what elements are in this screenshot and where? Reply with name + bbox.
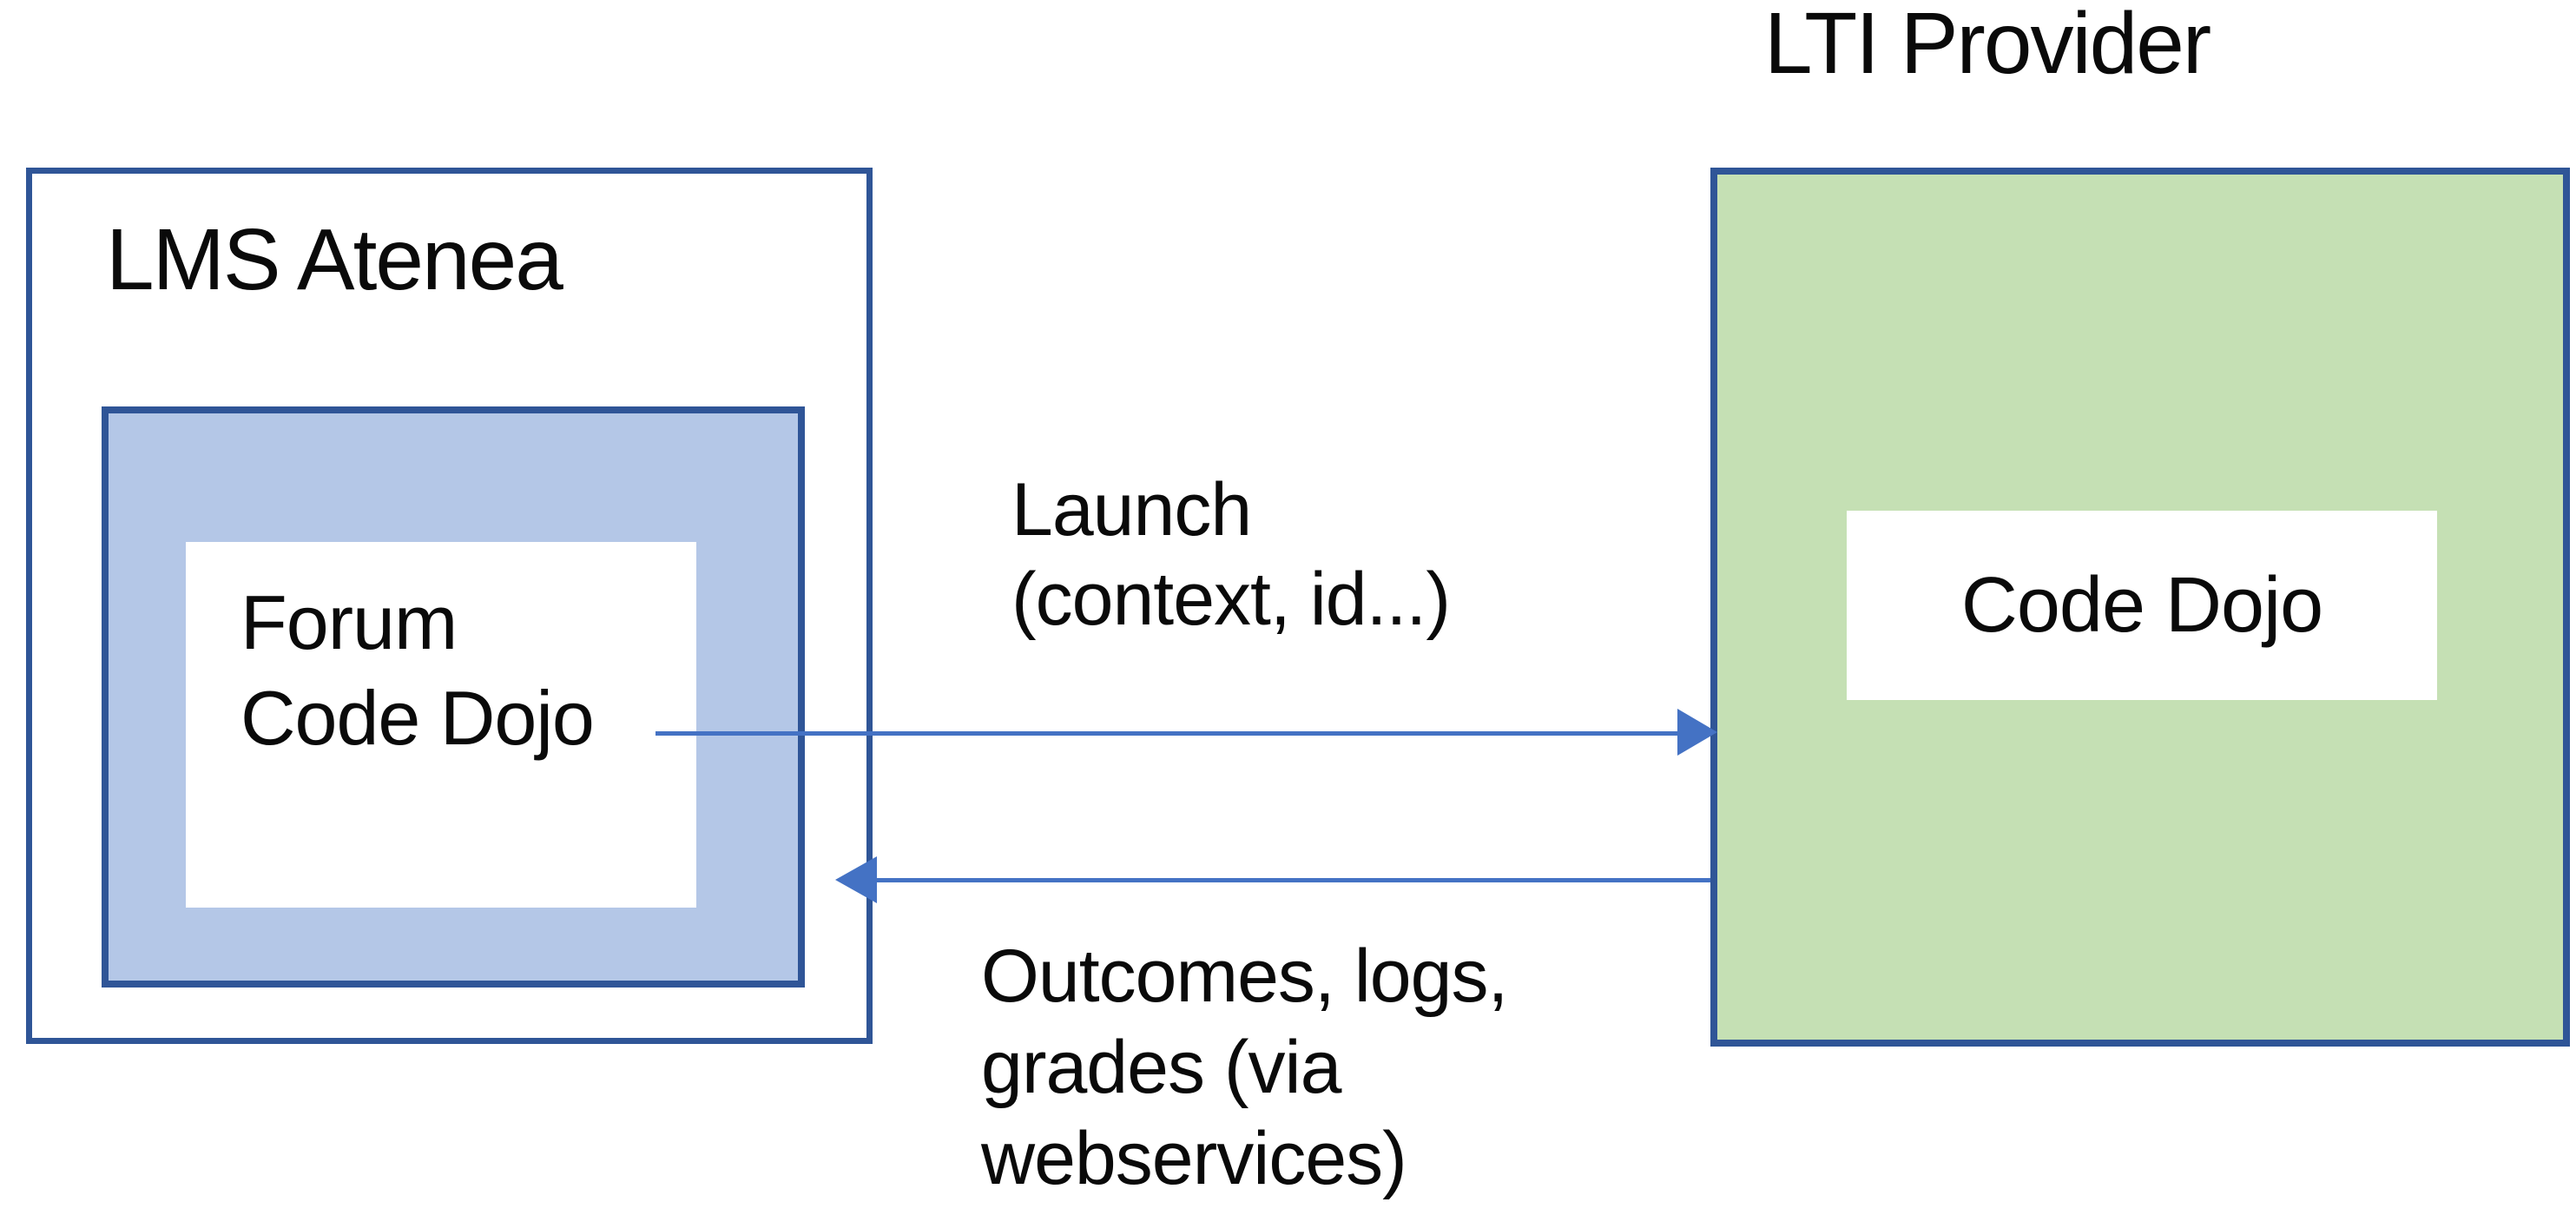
forum-label: Forum Code Dojo <box>240 575 595 766</box>
forum-label-line1: Forum <box>240 579 458 665</box>
code-dojo-box: Code Dojo <box>1847 511 2437 700</box>
code-dojo-label: Code Dojo <box>1960 561 2323 649</box>
launch-arrowhead-icon <box>1677 709 1717 756</box>
launch-arrow-label: Launch (context, id...) <box>1011 466 1451 644</box>
outcomes-label-line3: webservices) <box>981 1117 1407 1200</box>
forum-box <box>186 542 696 908</box>
launch-arrow-line <box>656 731 1684 736</box>
outcomes-arrowhead-icon <box>835 856 877 903</box>
outcomes-arrow-line <box>877 878 1710 882</box>
launch-label-line1: Launch <box>1011 468 1252 552</box>
outcomes-label-line1: Outcomes, logs, <box>981 935 1508 1018</box>
launch-label-line2: (context, id...) <box>1011 558 1451 641</box>
lms-label: LMS Atenea <box>106 211 563 308</box>
lti-provider-title: LTI Provider <box>1764 0 2211 92</box>
outcomes-label-line2: grades (via <box>981 1026 1341 1109</box>
forum-label-line2: Code Dojo <box>240 675 595 761</box>
outcomes-arrow-label: Outcomes, logs, grades (via webservices) <box>981 931 1508 1205</box>
